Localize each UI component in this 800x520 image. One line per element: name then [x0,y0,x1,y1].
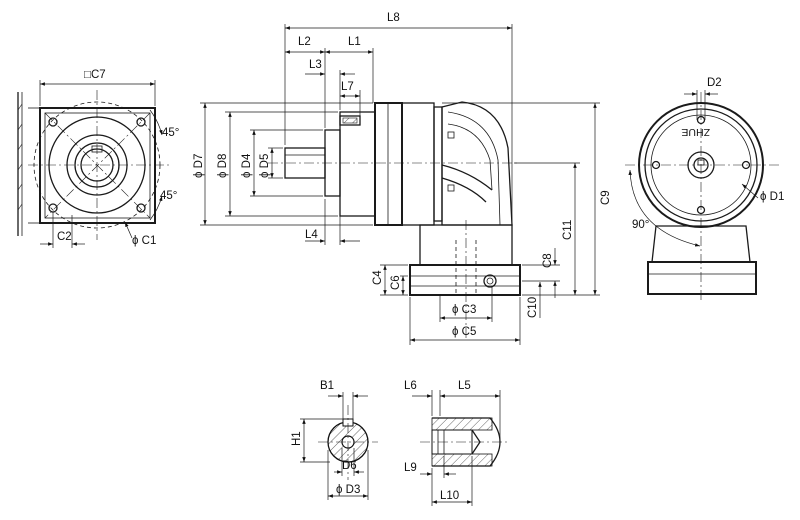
right-view [625,90,780,300]
label-C7: □C7 [84,69,106,81]
label-D7: ϕ D7 [193,154,205,178]
label-L8: L8 [387,12,400,24]
label-L3: L3 [309,59,322,71]
label-90: 90° [632,219,649,231]
nameplate-text: ZHUE [681,126,710,138]
label-L5: L5 [458,380,471,392]
label-C9: C9 [600,190,612,205]
label-D3: ϕ D3 [336,484,360,496]
label-C1: ϕ C1 [132,235,156,247]
label-L7: L7 [341,81,354,93]
label-D8: ϕ D8 [217,154,229,178]
dimension-labels: L8 L2 L1 L3 L7 L4 ϕ D7 ϕ D8 ϕ D4 ϕ D5 C9… [57,12,784,502]
label-D1: ϕ D1 [760,191,784,203]
label-L9: L9 [404,462,417,474]
label-45-bottom: 45° [160,190,177,202]
label-D4: ϕ D4 [241,153,253,178]
label-C8: C8 [542,253,554,268]
label-L1: L1 [348,36,361,48]
label-C10: C10 [527,297,539,318]
label-D5: ϕ D5 [259,154,271,178]
label-D2: D2 [707,77,722,89]
label-C6: C6 [390,275,402,290]
label-45-top: 45° [162,127,179,139]
label-D6: D6 [342,460,357,472]
label-H1: H1 [291,431,303,446]
label-L2: L2 [298,36,311,48]
label-C11: C11 [562,220,574,240]
label-C4: C4 [372,270,384,285]
left-flange-view [17,80,170,248]
shaft-section-view [300,390,510,506]
label-C3: ϕ C3 [452,304,476,316]
side-view [200,24,600,345]
label-L4: L4 [305,229,318,241]
label-C5: ϕ C5 [452,326,476,338]
label-L6: L6 [404,380,417,392]
label-L10: L10 [440,490,459,502]
label-C2: C2 [57,231,72,243]
label-B1: B1 [320,380,334,392]
